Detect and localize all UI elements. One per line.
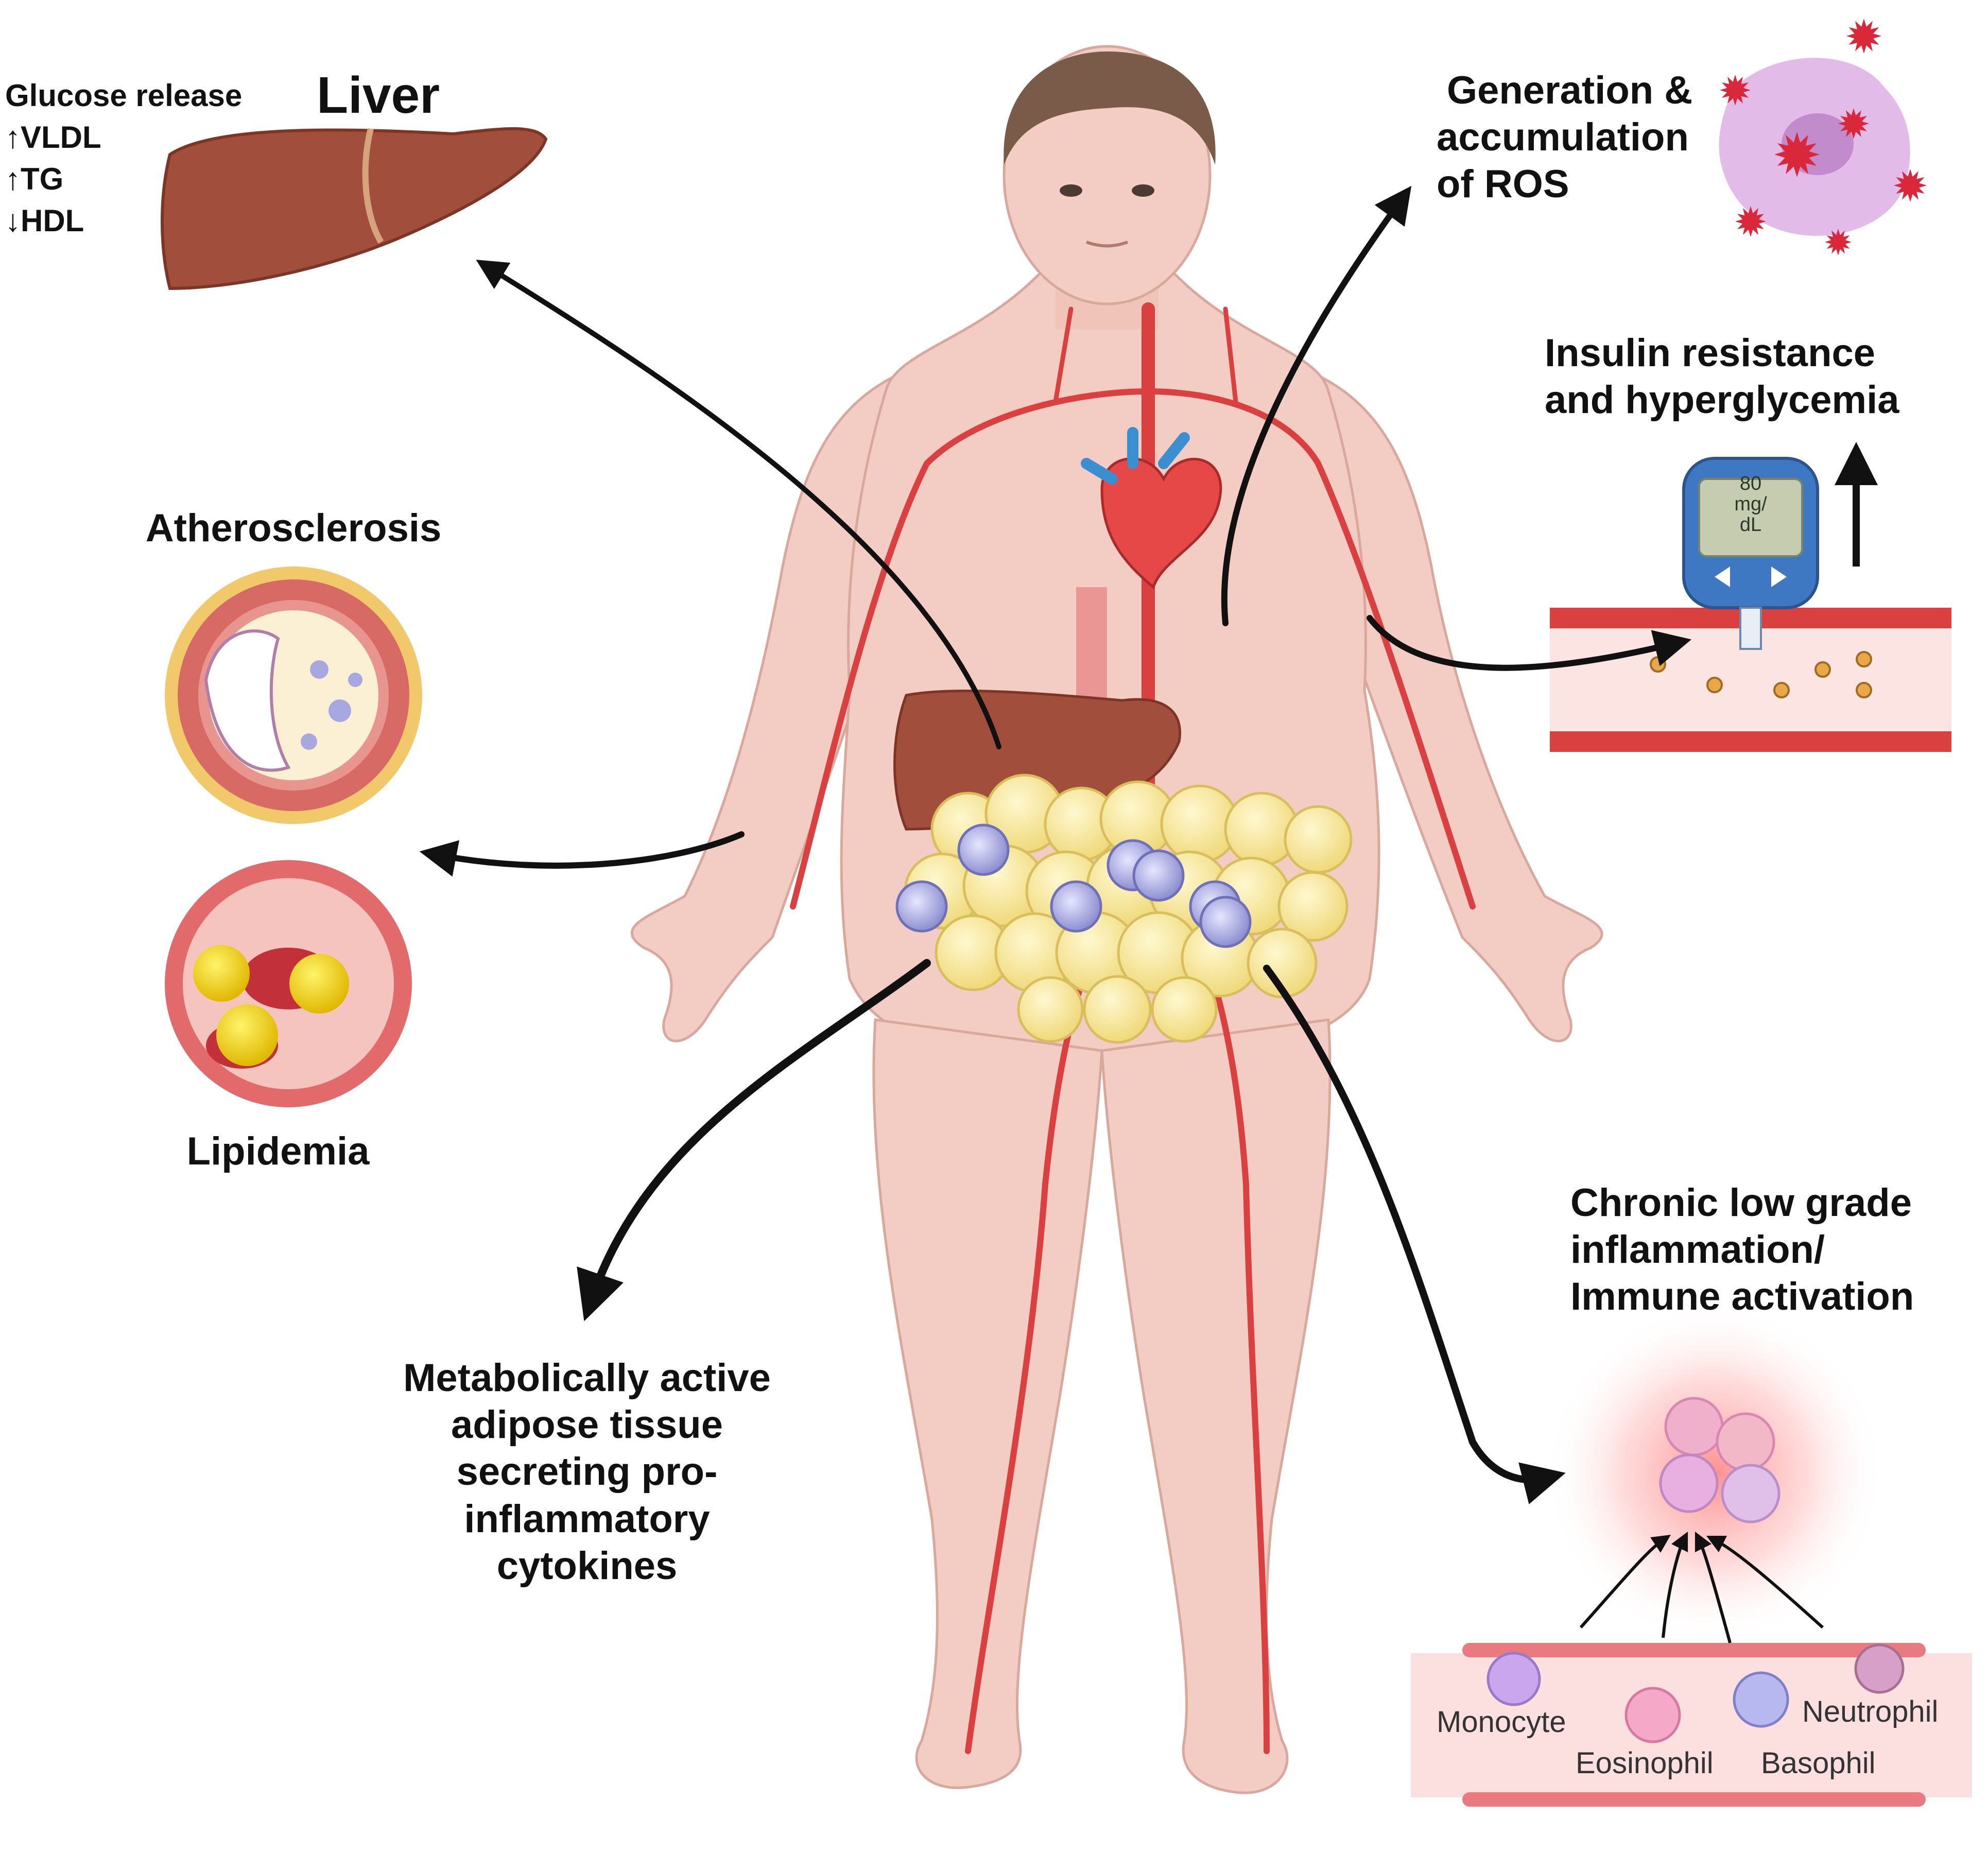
adipose-line-4: inflammatory — [464, 1497, 710, 1541]
insulin-line-1: Insulin resistance — [1545, 331, 1876, 375]
liver-title: Liver — [317, 66, 440, 124]
inflammation-line-3: Immune activation — [1570, 1275, 1914, 1319]
adipose-line-2: adipose tissue — [451, 1403, 723, 1447]
immune-cell — [895, 880, 948, 933]
ros-line-1: Generation & — [1447, 68, 1693, 112]
arrow-to-liver — [476, 260, 1001, 749]
atherosclerosis-label: Atherosclerosis — [145, 506, 442, 550]
adipocyte — [1017, 976, 1084, 1043]
adipocyte — [1277, 871, 1349, 942]
hair — [1004, 52, 1216, 165]
atherosclerosis-artery — [165, 567, 422, 824]
liver-effect-tg: ↑TG — [5, 162, 64, 196]
immune-cell — [1050, 880, 1102, 933]
monocyte-label: Monocyte — [1437, 1705, 1566, 1739]
arrow-to-inflammation — [1263, 965, 1566, 1504]
liver-effects: Glucose release ↑VLDL ↑TG ↓HDL — [5, 75, 242, 242]
ros-particle — [1846, 19, 1881, 54]
arrow-to-insulin — [1367, 615, 1692, 671]
meter-readout: 80 mg/ dL — [1699, 473, 1802, 536]
ros-cell — [1719, 58, 1910, 236]
adipocyte — [1083, 975, 1152, 1044]
left-leg — [872, 1018, 1103, 1789]
liver-effect-glucose: Glucose release — [5, 78, 243, 113]
eosinophil-label: Eosinophil — [1576, 1746, 1714, 1780]
meter-unit-1: mg/ — [1734, 493, 1767, 515]
inflammation-line-2: inflammation/ — [1570, 1228, 1825, 1272]
arrow-to-adipose — [577, 959, 931, 1322]
neutrophil-label: Neutrophil — [1802, 1695, 1939, 1728]
meter-unit-2: dL — [1739, 513, 1762, 536]
ros-particle — [1735, 206, 1766, 237]
ros-particle — [1825, 229, 1852, 255]
right-arm — [1306, 368, 1603, 1042]
right-leg — [1100, 1018, 1332, 1794]
ros-particle — [1720, 75, 1751, 106]
immune-cell — [1199, 896, 1252, 948]
glucose-particle — [1856, 651, 1872, 667]
immune-cell — [957, 824, 1010, 876]
lipidemia-vessel — [165, 860, 412, 1107]
arrow-to-ros — [1221, 185, 1412, 626]
glucose-particle — [1706, 677, 1723, 693]
glucose-meter — [1682, 457, 1819, 650]
arrow-to-atherosclerosis — [419, 831, 745, 877]
ros-particle — [1838, 108, 1869, 139]
adipocyte — [1151, 976, 1218, 1043]
liver-effect-vldl: ↑VLDL — [5, 120, 101, 155]
adipocyte — [1247, 928, 1318, 999]
ros-particle — [1774, 132, 1820, 177]
left-arm — [630, 369, 908, 1042]
glucose-particle — [1814, 661, 1831, 678]
lipidemia-label: Lipidemia — [186, 1129, 370, 1173]
adipocyte — [1284, 805, 1353, 874]
ros-particle — [1894, 169, 1927, 202]
liver-effect-hdl: ↓HDL — [5, 203, 84, 238]
adipose-line-3: secreting pro- — [456, 1450, 718, 1494]
left-eye — [1060, 184, 1082, 197]
inflammation-vessel — [1411, 1643, 1972, 1807]
right-eye — [1132, 184, 1154, 197]
glucose-particle — [1650, 656, 1666, 673]
ros-line-3: of ROS — [1437, 162, 1569, 207]
main-arrows — [419, 185, 1692, 1504]
inflammation-label: Chronic low grade inflammation/ Immune a… — [1570, 1179, 1914, 1321]
migration-arrows — [1579, 1531, 1824, 1643]
mouth — [1085, 241, 1129, 248]
ros-particles — [1720, 19, 1927, 255]
adipose-label: Metabolically active adipose tissue secr… — [381, 1354, 793, 1589]
glucose-particle — [1856, 682, 1872, 698]
liver-illustration — [161, 127, 548, 290]
adipose-line-1: Metabolically active — [403, 1356, 771, 1400]
heart — [1081, 427, 1222, 590]
basophil-label: Basophil — [1761, 1746, 1876, 1780]
glucose-particle — [1773, 682, 1790, 698]
inflammation-glow — [1545, 1303, 1885, 1643]
ros-label: Generation & accumulation of ROS — [1437, 67, 1692, 208]
immune-cell — [1132, 849, 1185, 902]
inflammation-line-1: Chronic low grade — [1570, 1181, 1912, 1225]
insulin-label: Insulin resistance and hyperglycemia — [1545, 330, 1899, 423]
ros-line-2: accumulation — [1437, 115, 1689, 160]
meter-value: 80 — [1739, 473, 1762, 494]
adipose-cluster — [895, 774, 1353, 1044]
adipose-line-5: cytokines — [496, 1544, 678, 1588]
insulin-line-2: and hyperglycemia — [1545, 378, 1899, 422]
